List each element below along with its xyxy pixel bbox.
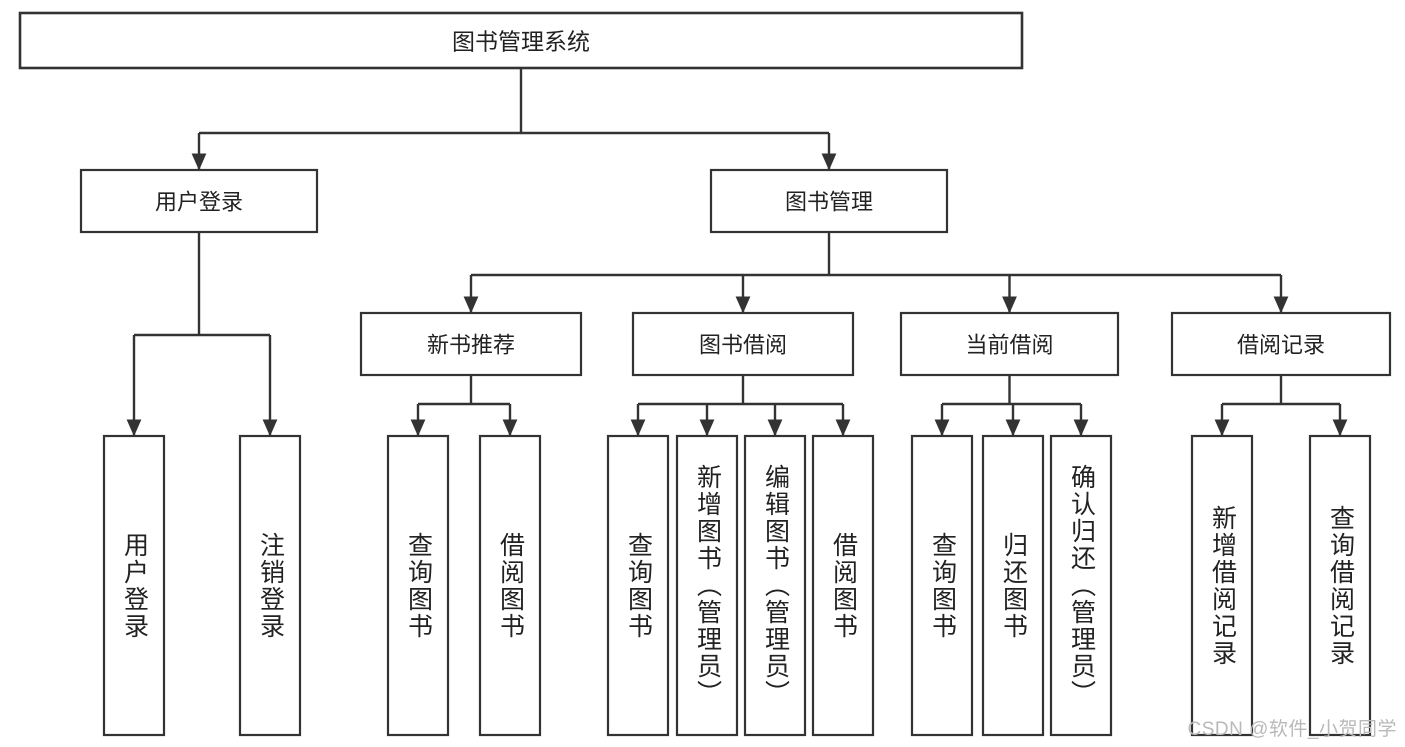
node-label: 图书借阅 [699,333,787,358]
watermark-text: CSDN @软件_小贺同学 [1187,719,1397,740]
node-leaf-borrow-book-2[interactable] [811,434,875,737]
node-label: 图书管理系统 [452,29,590,55]
node-leaf-add-record[interactable] [1190,434,1254,737]
node-leaf-add-book[interactable] [675,434,739,737]
node-label: 借阅记录 [1237,333,1325,358]
connectors-layer [126,68,1348,437]
node-user-login[interactable]: 用户登录 [79,168,319,234]
node-label: 新书推荐 [427,333,515,358]
node-book-manage[interactable]: 图书管理 [709,168,949,234]
node-label: 用户登录 [155,190,243,215]
node-label: 图书管理 [785,190,873,215]
node-current-borrow[interactable]: 当前借阅 [899,311,1120,377]
node-leaf-query-record[interactable] [1308,434,1372,737]
node-book-borrow[interactable]: 图书借阅 [631,311,855,377]
node-leaf-logout[interactable] [238,434,302,737]
node-leaf-query-book-1[interactable] [386,434,450,737]
node-root-system[interactable]: 图书管理系统 [18,11,1024,70]
node-leaf-user-login[interactable] [102,434,166,737]
node-borrow-record[interactable]: 借阅记录 [1170,311,1392,377]
node-new-book-recommend[interactable]: 新书推荐 [359,311,583,377]
node-leaf-edit-book[interactable] [743,434,807,737]
node-leaf-query-book-3[interactable] [910,434,974,737]
node-leaf-confirm-return[interactable] [1049,434,1113,737]
node-leaf-borrow-book-1[interactable] [478,434,542,737]
node-leaf-query-book-2[interactable] [606,434,670,737]
node-label: 当前借阅 [965,333,1053,358]
node-leaf-return-book[interactable] [981,434,1045,737]
